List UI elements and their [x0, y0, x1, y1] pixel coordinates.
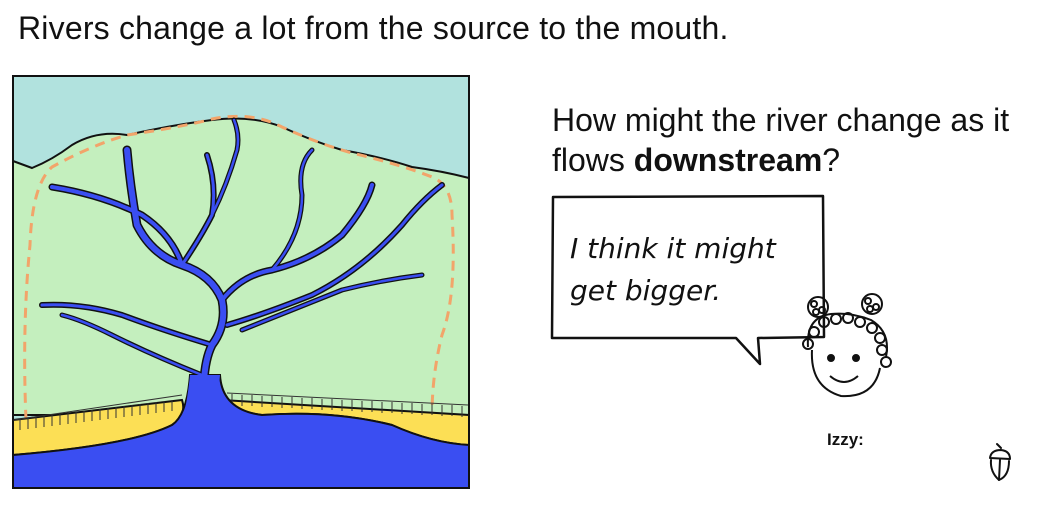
speaker-name: Izzy: [827, 430, 864, 449]
river-water [40, 118, 444, 408]
grass-fringe [13, 392, 469, 430]
hills-land [12, 117, 470, 416]
question-text: How might the river change as it flows d… [552, 102, 1010, 178]
river-basin-illustration [12, 75, 470, 489]
izzy-avatar [802, 293, 892, 398]
sea [12, 374, 470, 489]
river-mouth [182, 375, 224, 420]
speech-text: I think it might get bigger. [570, 228, 800, 312]
speech-line-1: I think it might [570, 232, 776, 265]
acorn-icon [989, 443, 1011, 481]
watershed-boundary [23, 114, 455, 421]
speech-bubble [550, 194, 826, 366]
page-title: Rivers change a lot from the source to t… [18, 10, 729, 46]
speech-line-2: get bigger. [570, 274, 722, 307]
